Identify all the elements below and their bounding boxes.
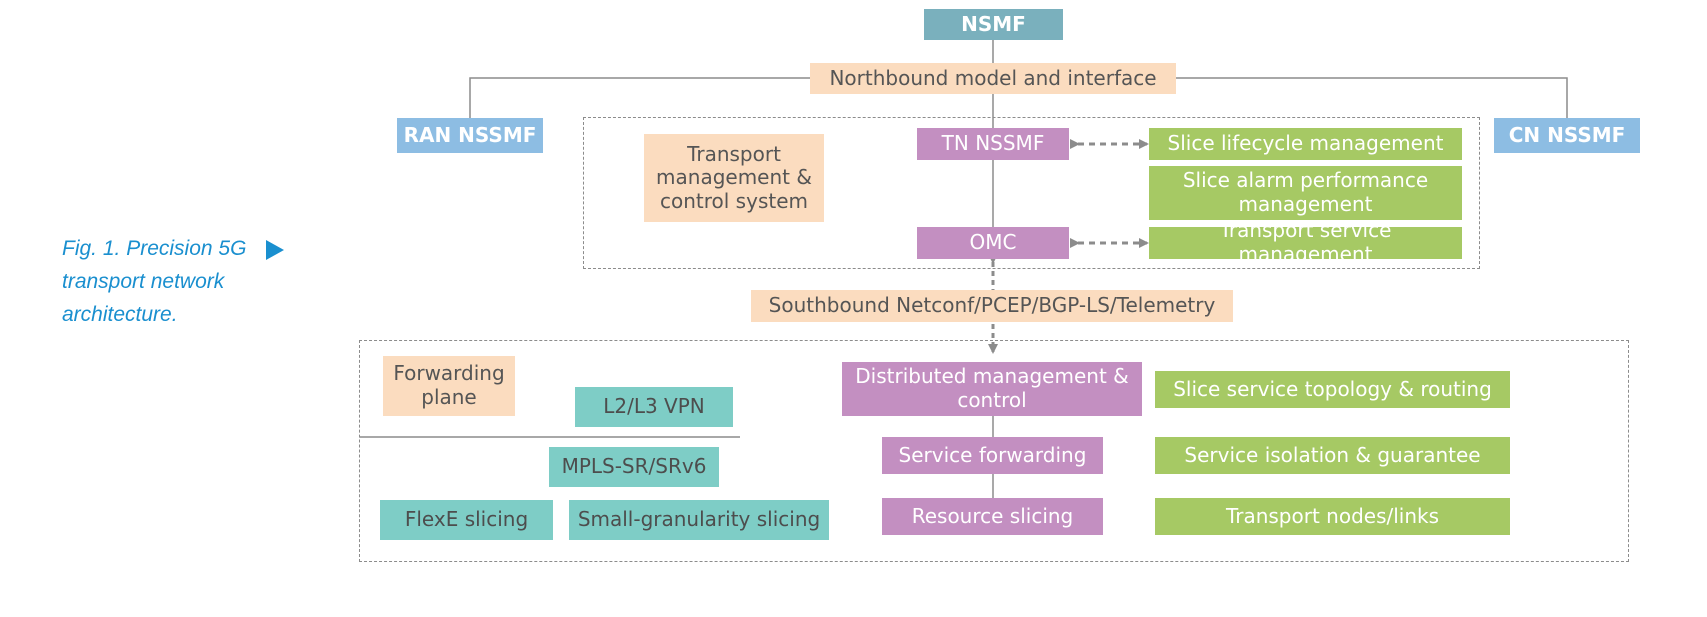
cn-nssmf-box: CN NSSMF: [1494, 118, 1640, 153]
management-container: [583, 117, 1480, 269]
forwarding-plane-label: Forwarding: [393, 361, 505, 386]
service-forwarding-label: Service forwarding: [898, 442, 1087, 467]
slice-topology-label: Slice service topology & routing: [1173, 376, 1492, 401]
caption-line: architecture.: [62, 303, 178, 326]
slice-lifecycle-label: Slice lifecycle management: [1167, 131, 1444, 156]
resource-slicing-label: Resource slicing: [911, 503, 1074, 528]
southbound-label: Southbound Netconf/PCEP/BGP-LS/Telemetry: [768, 293, 1216, 318]
omc-label: OMC: [969, 230, 1017, 255]
ran-nssmf-label: RAN NSSMF: [403, 122, 537, 147]
forwarding-plane-box: Forwarding plane: [383, 356, 515, 416]
service-forwarding-box: Service forwarding: [882, 437, 1103, 474]
transport-management-label: control system: [660, 188, 808, 213]
small-granularity-label: Small-granularity slicing: [577, 507, 821, 532]
omc-box: OMC: [917, 227, 1069, 259]
transport-nodes-box: Transport nodes/links: [1155, 498, 1510, 535]
transport-management-label: management &: [656, 165, 812, 190]
slice-alarm-label: management: [1238, 192, 1373, 216]
nsmf-label: NSMF: [961, 11, 1026, 36]
cn-connector: [1176, 77, 1568, 120]
service-isolation-label: Service isolation & guarantee: [1184, 442, 1481, 467]
distributed-management-label: Distributed management &: [855, 364, 1129, 389]
resource-slicing-box: Resource slicing: [882, 498, 1103, 535]
northbound-label: Northbound model and interface: [829, 65, 1157, 90]
transport-nodes-label: Transport nodes/links: [1225, 503, 1440, 528]
l2l3-vpn-label: L2/L3 VPN: [603, 394, 705, 419]
transport-management-label: Transport: [687, 141, 781, 166]
nsmf-box: NSMF: [924, 9, 1063, 40]
southbound-box: Southbound Netconf/PCEP/BGP-LS/Telemetry: [751, 290, 1233, 322]
ran-nssmf-box: RAN NSSMF: [397, 118, 543, 153]
l2l3-vpn-box: L2/L3 VPN: [575, 387, 733, 427]
flexe-slicing-label: FlexE slicing: [404, 507, 529, 532]
forwarding-plane-label: plane: [421, 385, 477, 409]
northbound-box: Northbound model and interface: [810, 63, 1176, 94]
mpls-label: MPLS-SR/SRv6: [561, 454, 707, 479]
figure-caption: Fig. 1. Precision 5G transport network a…: [62, 232, 262, 331]
caption-line: transport network: [62, 270, 225, 293]
slice-lifecycle-box: Slice lifecycle management: [1149, 128, 1462, 160]
service-isolation-box: Service isolation & guarantee: [1155, 437, 1510, 474]
cn-nssmf-label: CN NSSMF: [1508, 122, 1626, 147]
transport-service-management-label: Transport service management: [1219, 218, 1392, 266]
tn-nssmf-label: TN NSSMF: [941, 131, 1045, 156]
slice-topology-box: Slice service topology & routing: [1155, 371, 1510, 408]
transport-management-box: Transport management & control system: [644, 134, 824, 222]
tn-nssmf-box: TN NSSMF: [917, 128, 1069, 160]
flexe-slicing-box: FlexE slicing: [380, 500, 553, 540]
small-granularity-box: Small-granularity slicing: [569, 500, 829, 540]
caption-line: Fig. 1. Precision 5G: [62, 237, 247, 260]
transport-service-management-box: Transport service management: [1149, 219, 1462, 266]
ran-connector: [469, 77, 810, 120]
slice-alarm-label: Slice alarm performance: [1182, 168, 1429, 193]
distributed-management-box: Distributed management & control: [842, 362, 1142, 416]
mpls-box: MPLS-SR/SRv6: [549, 447, 719, 487]
distributed-management-label: control: [957, 388, 1027, 412]
play-triangle-icon: [266, 240, 284, 260]
slice-alarm-box: Slice alarm performance management: [1149, 166, 1462, 220]
forwarding-container: [359, 340, 1629, 562]
